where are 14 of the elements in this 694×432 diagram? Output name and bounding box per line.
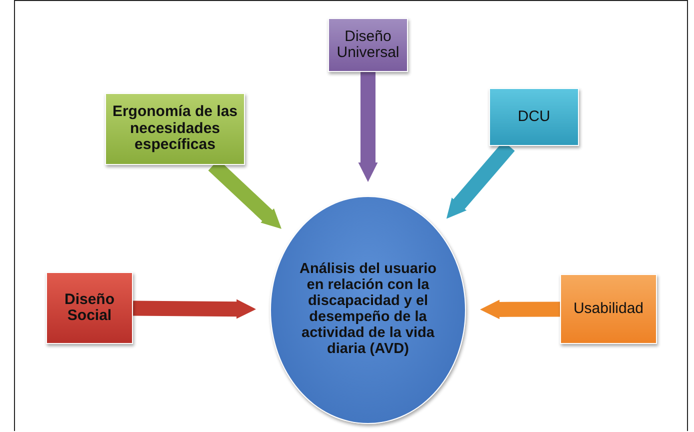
block-arrow (480, 300, 560, 320)
node-text: DCU (518, 108, 550, 126)
node-text: Usabilidad (573, 300, 644, 318)
node-text: Diseño Universal (336, 28, 400, 62)
node-text: Análisis del usuario en relación con la discapacidad y el desempeño de la actividad de la vida diaria (AVD) (298, 262, 438, 358)
block-arrow (358, 72, 378, 182)
node-text: Diseño Social (63, 292, 116, 324)
process-box (328, 18, 408, 72)
process-box (489, 88, 579, 146)
block-arrow (132, 299, 256, 319)
node-text: Ergonomía de las necesidades específicas (111, 104, 239, 154)
process-box (105, 93, 245, 165)
process-box (560, 274, 657, 344)
process-box (46, 272, 133, 344)
